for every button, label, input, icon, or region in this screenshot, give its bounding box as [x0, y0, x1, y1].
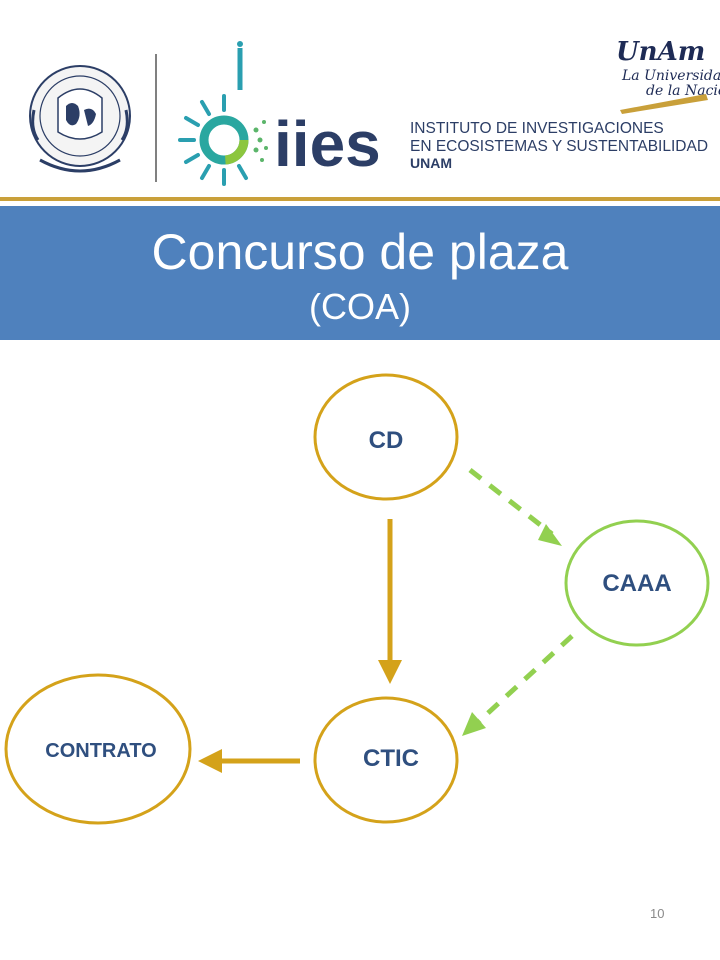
iies-radial-logo	[178, 41, 268, 186]
unam-seal-logo	[29, 65, 131, 173]
header-logos: iies INSTITUTO DE INVESTIGACIONES EN ECO…	[29, 37, 720, 186]
header: iies INSTITUTO DE INVESTIGACIONES EN ECO…	[0, 0, 720, 200]
gold-underline-mark	[620, 94, 708, 114]
node-contrato-label: CONTRATO	[45, 740, 157, 762]
unam-nacion-logo: UnAm La Universidad de la Nación	[616, 37, 720, 114]
slide-title: Concurso de plaza	[151, 224, 569, 280]
institute-line-3: UNAM	[410, 155, 452, 171]
unam-tagline-1: La Universidad	[621, 68, 720, 84]
node-ctic	[313, 696, 459, 824]
page-number: 10	[650, 906, 665, 921]
institute-line-2: EN ECOSISTEMAS Y SUSTENTABILIDAD	[410, 138, 708, 155]
node-cd	[313, 373, 459, 501]
arrow-ctic-to-contrato	[198, 749, 300, 773]
node-caaa	[564, 519, 710, 647]
gold-rule	[0, 197, 720, 201]
node-contrato	[4, 673, 192, 825]
arrow-caaa-to-ctic	[462, 634, 574, 736]
iies-wordmark: iies	[274, 108, 381, 180]
institute-line-1: INSTITUTO DE INVESTIGACIONES	[410, 120, 664, 137]
title-banner	[0, 206, 720, 340]
slide-subtitle: (COA)	[309, 286, 411, 327]
node-caaa-label: CAAA	[602, 570, 672, 597]
unam-logo-text: UnAm	[616, 37, 705, 67]
arrow-cd-to-ctic	[378, 519, 402, 684]
node-ctic-label: CTIC	[363, 745, 419, 772]
arrow-cd-to-caaa	[468, 468, 562, 546]
node-cd-label: CD	[368, 427, 404, 454]
